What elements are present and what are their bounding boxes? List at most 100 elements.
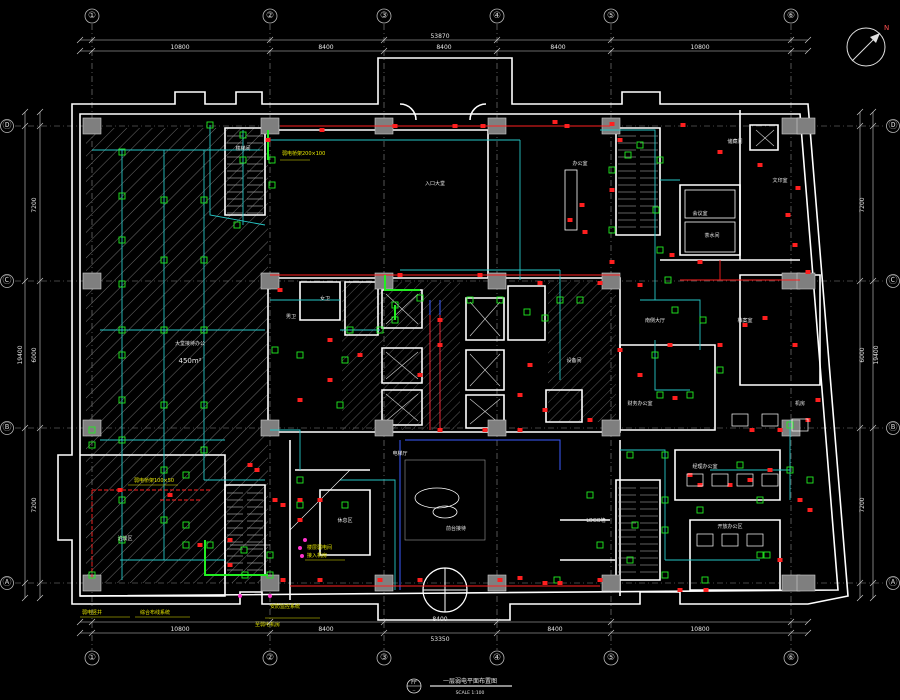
sensor-point-12 <box>795 186 801 190</box>
wall-segment-22 <box>689 519 781 591</box>
device-outlet-12 <box>160 326 168 334</box>
column-1 <box>82 272 102 290</box>
device-outlet-39 <box>341 356 349 364</box>
device-outlet-75 <box>266 571 274 579</box>
sensor-point-59 <box>417 578 423 582</box>
wall-segment-16 <box>615 479 661 581</box>
dim-tick-top-b-1 <box>88 47 96 55</box>
device-outlet-60 <box>661 526 669 534</box>
axis-bubble-top-2 <box>262 8 278 24</box>
sensor-point-41 <box>697 483 703 487</box>
sensor-point-32 <box>717 343 723 347</box>
sensor-point-5 <box>552 120 558 124</box>
dim-tick-right-3 <box>856 424 864 432</box>
wall-segment-6 <box>381 347 423 384</box>
sensor-point-50 <box>597 578 603 582</box>
dim-bottom-bay-4: 8400 <box>547 626 562 633</box>
device-outlet-50 <box>671 306 679 314</box>
sensor-point-44 <box>767 468 773 472</box>
sensor-point-60 <box>497 578 503 582</box>
sensor-point-40 <box>687 473 693 477</box>
tray-green-0 <box>204 540 268 576</box>
device-outlet-79 <box>88 571 96 579</box>
sensor-point-29 <box>637 373 643 377</box>
axis-bottom-2: ② <box>266 653 274 663</box>
device-outlet-87 <box>756 496 764 504</box>
axis-top-3: ③ <box>380 11 388 21</box>
sensor-point-1 <box>319 128 325 132</box>
wall-segment-0 <box>57 57 849 621</box>
room-archive: 档案室 <box>737 317 752 324</box>
dim-tick-right-4 <box>856 579 864 587</box>
device-outlet-22 <box>239 131 247 139</box>
device-outlet-72 <box>206 541 214 549</box>
sensor-point-52 <box>297 518 303 522</box>
device-outlet-76 <box>241 571 249 579</box>
dim-left-bay-1: 7200 <box>31 197 38 212</box>
dim-tick-bot-b-6 <box>787 629 795 637</box>
device-outlet-61 <box>626 556 634 564</box>
device-outlet-71 <box>182 541 190 549</box>
device-outlet-30 <box>391 316 399 324</box>
axis-right-d: Ⓓ <box>888 120 897 131</box>
dim-tick-right-5 <box>856 594 864 602</box>
dim-bottom-bay-2: 8400 <box>318 626 333 633</box>
dim-tick-top-5 <box>607 36 615 44</box>
axis-bubble-top-5 <box>603 8 619 24</box>
column-11 <box>374 574 394 592</box>
room-storage: 储藏间 <box>727 138 742 145</box>
magenta-marker-0 <box>298 546 302 550</box>
column-2 <box>82 419 102 437</box>
note-cabling: 综合布线系统 <box>140 609 170 616</box>
rack-box-2 <box>684 221 736 253</box>
device-symbols <box>80 120 821 619</box>
axis-bubble-labels: ① ② ③ ④ ⑤ ⑥ ① ② ③ ④ ⑤ ⑥ Ⓓ Ⓒ Ⓑ Ⓐ Ⓓ Ⓒ Ⓑ Ⓐ <box>2 11 897 663</box>
dim-top-bay-2: 8400 <box>318 44 333 51</box>
note-tray-200: 弱电桥架200×100 <box>282 150 325 157</box>
device-outlet-54 <box>686 391 694 399</box>
elevator-cross-2 <box>385 393 419 422</box>
column-6 <box>260 419 280 437</box>
dim-tick-top-2 <box>266 36 274 44</box>
axis-top-1: ① <box>88 11 96 21</box>
sensor-point-78 <box>277 288 283 292</box>
dim-tick-top-0 <box>76 36 84 44</box>
sensor-point-72 <box>437 343 443 347</box>
sensor-point-54 <box>272 498 278 502</box>
device-outlet-44 <box>656 156 664 164</box>
wall-segment-19 <box>739 274 821 386</box>
axis-left-a: Ⓐ <box>2 577 11 588</box>
sensor-point-10 <box>717 150 723 154</box>
sensor-point-53 <box>317 498 323 502</box>
device-outlet-0 <box>118 148 126 156</box>
dim-tick-left-b-2 <box>36 277 44 285</box>
sensor-point-36 <box>815 398 821 402</box>
sensor-point-2 <box>392 124 398 128</box>
cable-cyan-13 <box>640 299 701 350</box>
sensor-point-66 <box>227 538 233 542</box>
axis-bubble-left-2 <box>0 274 14 288</box>
room-elevator-hall: 电梯厅 <box>392 450 407 457</box>
device-outlet-35 <box>541 314 549 322</box>
sensor-point-39 <box>749 428 755 432</box>
device-outlet-40 <box>296 351 304 359</box>
sensor-point-63 <box>557 581 563 585</box>
device-outlet-28 <box>376 326 384 334</box>
sensor-point-83 <box>517 393 523 397</box>
sensor-point-47 <box>777 558 783 562</box>
title-badge: FF <box>411 680 417 686</box>
dimension-texts: 53870 10800 8400 8400 8400 10800 53350 1… <box>17 33 880 643</box>
dim-tick-left-4 <box>21 579 29 587</box>
note-floor-room: 楼层弱电间 <box>307 544 332 551</box>
sensor-point-15 <box>805 270 811 274</box>
cable-cyan-14 <box>654 340 690 391</box>
dim-tick-bot-2 <box>266 618 274 626</box>
dim-right-bay-1: 7200 <box>859 197 866 212</box>
sensor-point-67 <box>227 563 233 567</box>
device-outlet-3 <box>118 280 126 288</box>
wall-segment-11 <box>507 285 546 341</box>
sensor-point-9 <box>680 123 686 127</box>
sensor-point-20 <box>579 203 585 207</box>
magenta-marker-1 <box>300 554 304 558</box>
